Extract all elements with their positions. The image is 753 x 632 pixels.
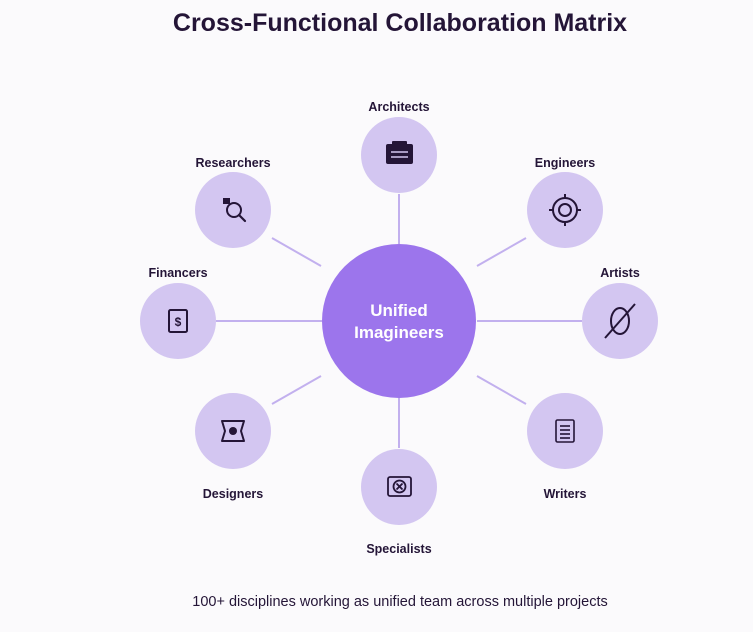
node-financers: $ Financers: [140, 266, 216, 359]
hub-label-line2: Imagineers: [354, 323, 444, 342]
footer-caption: 100+ disciplines working as unified team…: [192, 594, 608, 610]
node-artists: Artists: [582, 266, 658, 359]
connector-designers: [271, 375, 322, 405]
node-writers: Writers: [527, 393, 603, 501]
x-box-icon: [387, 476, 412, 497]
node-researchers: Researchers: [195, 156, 271, 248]
node-engineers: Engineers: [527, 156, 603, 248]
magnifier-icon: [223, 198, 247, 223]
target-icon: [549, 194, 581, 226]
node-label-financers: Financers: [148, 266, 207, 280]
node-specialists: Specialists: [361, 449, 437, 556]
node-designers: Designers: [195, 393, 271, 501]
node-label-researchers: Researchers: [195, 156, 270, 170]
slashed-oval-icon: [604, 303, 636, 339]
connector-writers: [476, 375, 527, 405]
document-icon: [555, 419, 575, 443]
node-circle: [195, 172, 271, 248]
node-label-writers: Writers: [544, 487, 587, 501]
connectors: [216, 194, 582, 448]
node-architects: Architects: [361, 100, 437, 193]
collaboration-diagram: Unified Imagineers Architects: [140, 100, 658, 556]
node-circle: [527, 172, 603, 248]
hub-node: Unified Imagineers: [322, 244, 476, 398]
briefcase-icon: [386, 141, 413, 164]
node-label-designers: Designers: [203, 487, 263, 501]
node-label-architects: Architects: [368, 100, 429, 114]
connector-engineers: [476, 237, 527, 267]
dollar-document-icon: $: [168, 309, 188, 333]
hub-label-line1: Unified: [370, 301, 428, 320]
hub-circle: [322, 244, 476, 398]
connector-researchers: [271, 237, 322, 267]
node-label-artists: Artists: [600, 266, 640, 280]
page-title: Cross-Functional Collaboration Matrix: [172, 9, 628, 37]
svg-text:$: $: [175, 315, 182, 329]
frame-icon: [221, 420, 245, 442]
node-label-specialists: Specialists: [366, 542, 431, 556]
node-label-engineers: Engineers: [535, 156, 595, 170]
node-circle: [527, 393, 603, 469]
node-circle: [140, 283, 216, 359]
